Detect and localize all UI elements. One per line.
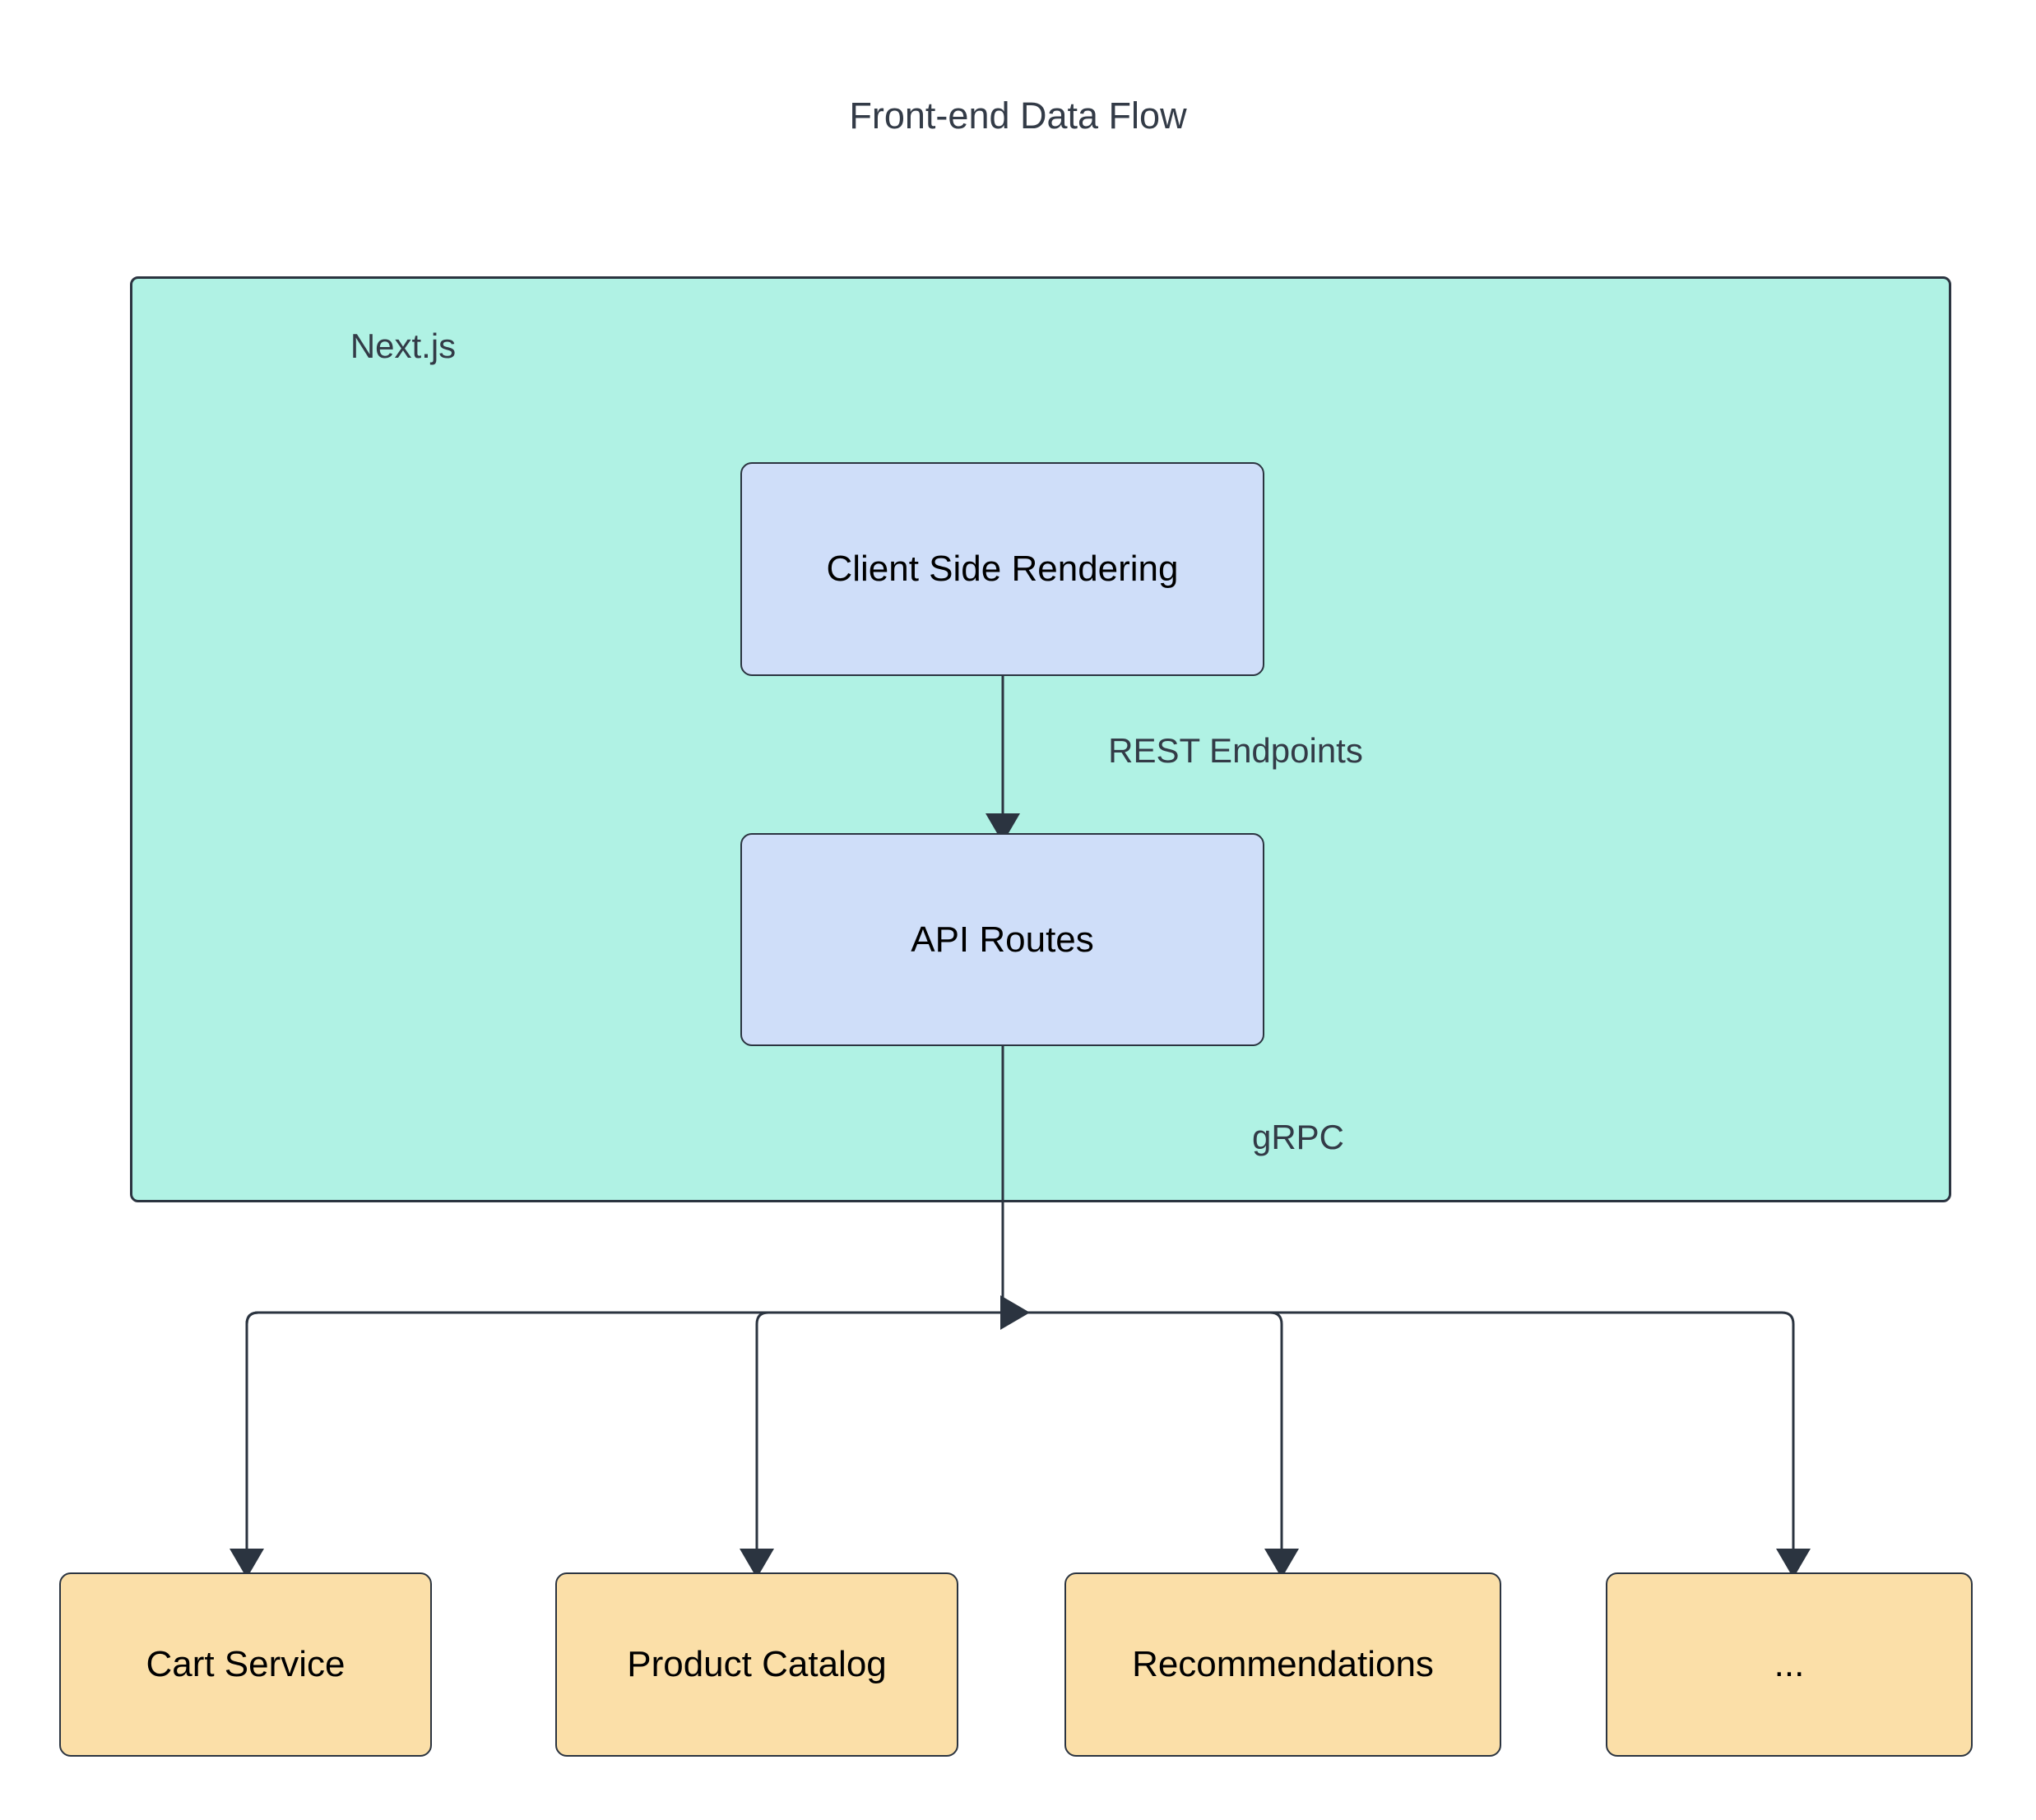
edge-label-grpc: gRPC [1251,1118,1345,1156]
node-client-side-rendering[interactable]: Client Side Rendering [740,462,1264,676]
node-recommendations[interactable]: Recommendations [1064,1572,1501,1757]
diagram-title: Front-end Data Flow [849,95,1187,137]
cluster-nextjs [130,276,1951,1202]
edge-api-to-cart [230,1311,1003,1578]
node-product-catalog-label: Product Catalog [627,1644,887,1684]
edge-api-to-more [1003,1311,1811,1578]
node-api-routes-label: API Routes [911,919,1094,960]
node-product-catalog[interactable]: Product Catalog [555,1572,958,1757]
edge-label-rest-endpoints: REST Endpoints [1108,731,1363,770]
node-client-side-rendering-label: Client Side Rendering [826,549,1179,589]
cluster-nextjs-label: Next.js [350,326,457,365]
node-cart-service-label: Cart Service [146,1644,346,1684]
node-cart-service[interactable]: Cart Service [59,1572,432,1757]
node-more-services-label: ... [1774,1644,1805,1684]
node-recommendations-label: Recommendations [1132,1644,1434,1684]
edge-bus-branches [245,1295,1030,1551]
edge-api-to-catalog [740,1311,1003,1578]
node-more-services[interactable]: ... [1606,1572,1973,1757]
node-api-routes[interactable]: API Routes [740,833,1264,1046]
edge-api-to-recommendations [1003,1311,1299,1578]
